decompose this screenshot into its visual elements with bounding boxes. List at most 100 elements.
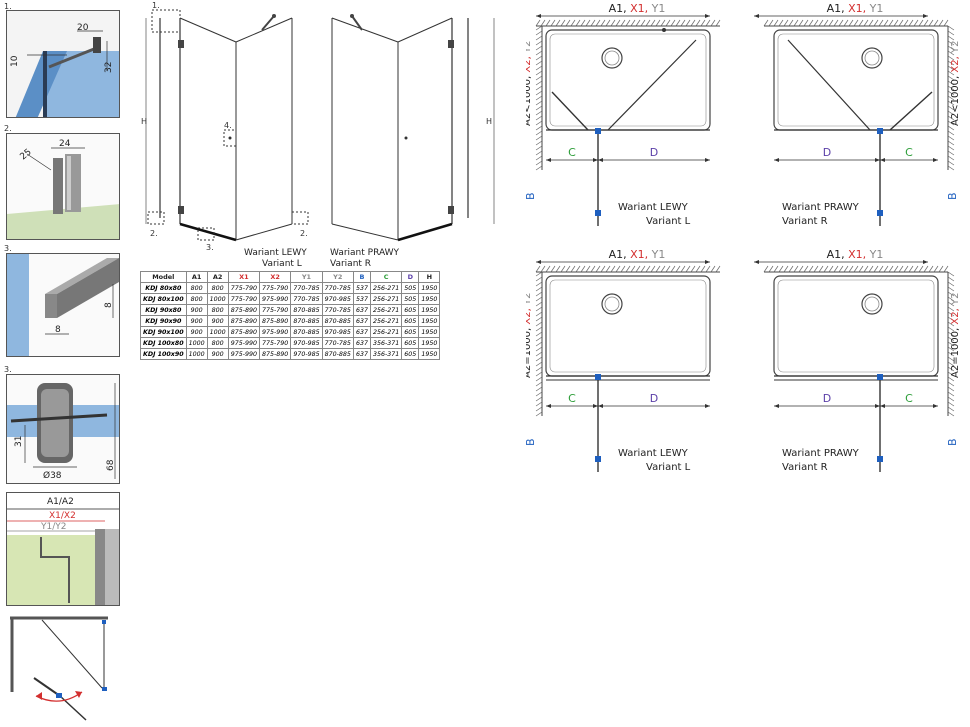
cell-y1: 970-985 [290, 348, 323, 360]
detail-panel-5: A1/A2 X1/X2 Y1/Y2 [6, 492, 120, 606]
cell-y2: 770-785 [321, 337, 354, 349]
marker-2-right: 2. [300, 229, 308, 238]
cell-y1: 870-885 [290, 304, 323, 316]
detail-panel-1: 20 10 32 [6, 10, 120, 118]
variant-caption-1: Wariant PRAWY [782, 202, 860, 213]
d-dim-label: D [823, 146, 831, 159]
cell-b: 637 [352, 337, 371, 349]
header-b: B [352, 271, 371, 283]
cell-a2: 800 [206, 304, 229, 316]
elevation-caption-right-1: Wariant PRAWY [330, 248, 400, 258]
cell-a2: 900 [206, 348, 229, 360]
cell-a1: 800 [185, 293, 208, 305]
cell-a1: 900 [185, 326, 208, 338]
section-dimension-illustration: A1/A2 X1/X2 Y1/Y2 [7, 493, 119, 605]
cell-a1: 900 [185, 315, 208, 327]
header-x2: X2 [258, 271, 292, 283]
label-x1-x2: X1/X2 [49, 511, 76, 521]
dim-10: 10 [10, 55, 20, 67]
marker-2-left: 2. [150, 229, 158, 238]
b-dim-label: B [946, 438, 959, 446]
panel-2-number: 2. [4, 124, 12, 133]
cell-x2: 975-990 [258, 326, 292, 338]
cell-a1: 1000 [185, 348, 208, 360]
d-dim-label: D [823, 392, 831, 405]
cell-b: 637 [352, 348, 371, 360]
cell-c: 256-271 [369, 315, 403, 327]
panel-4-number: 3. [4, 365, 12, 374]
cell-x1: 875-890 [227, 304, 261, 316]
cell-x2: 875-890 [258, 348, 292, 360]
wall-bracket-illustration: 20 10 32 [7, 11, 119, 117]
dim-8-horizontal: 8 [55, 325, 61, 335]
c-dim-label: C [568, 392, 576, 405]
cell-y1: 970-985 [290, 337, 323, 349]
cell-a1: 900 [185, 304, 208, 316]
dim-31: 31 [14, 436, 24, 447]
cell-y1: 770-785 [290, 293, 323, 305]
d-dim-label: D [650, 146, 658, 159]
cell-model: KDJ 90x80 [140, 304, 187, 316]
marker-1: 1. [152, 1, 160, 10]
top-dim-label: A1, X1, Y1 [609, 248, 666, 261]
cell-c: 356-371 [369, 337, 403, 349]
seal-profile-illustration: 24 25 [7, 134, 119, 239]
elevation-caption-left-1: Wariant LEWY [244, 248, 307, 258]
header-h: H [418, 271, 441, 283]
dim-8-vertical: 8 [104, 302, 114, 308]
door-swing-plan [10, 616, 108, 721]
b-dim-label: B [526, 438, 537, 446]
cell-a2: 900 [206, 315, 229, 327]
cell-c: 256-271 [369, 304, 403, 316]
c-dim-label: C [568, 146, 576, 159]
cell-y2: 970-985 [321, 293, 354, 305]
header-y2: Y2 [321, 271, 354, 283]
cell-c: 256-271 [369, 282, 403, 294]
cell-model: KDJ 100x90 [140, 348, 187, 360]
cell-c: 256-271 [369, 293, 403, 305]
cell-d: 605 [401, 315, 420, 327]
variant-caption-2: Variant L [646, 216, 691, 227]
cell-a1: 800 [185, 282, 208, 294]
cell-a1: 1000 [185, 337, 208, 349]
d-dim-label: D [650, 392, 658, 405]
cell-model: KDJ 100x80 [140, 337, 187, 349]
b-dim-label: B [526, 192, 537, 200]
cell-c: 256-271 [369, 326, 403, 338]
header-model: Model [140, 271, 187, 283]
h-label-left: H [141, 117, 147, 126]
variant-caption-1: Wariant LEWY [618, 202, 689, 213]
cell-y2: 870-885 [321, 315, 354, 327]
elevation-caption-right-2: Variant R [330, 259, 372, 269]
side-dim-label: A2=1000, X2, Y2 [526, 293, 533, 378]
detail-panel-3: 8 8 [6, 253, 120, 357]
detail-panel-2: 24 25 [6, 133, 120, 240]
dim-24: 24 [59, 139, 71, 149]
cell-model: KDJ 80x100 [140, 293, 187, 305]
dim-diameter-38: Ø38 [43, 470, 62, 481]
variant-caption-1: Wariant PRAWY [782, 448, 860, 459]
panel-3-number: 3. [4, 244, 12, 253]
cell-x1: 975-990 [227, 337, 261, 349]
handle-illustration: 31 Ø38 68 [7, 375, 119, 483]
cell-d: 605 [401, 348, 420, 360]
cell-a2: 800 [206, 337, 229, 349]
header-c: C [369, 271, 403, 283]
c-dim-label: C [905, 146, 913, 159]
variant-caption-2: Variant R [782, 462, 828, 473]
header-a1: A1 [185, 271, 208, 283]
variant-caption-2: Variant L [646, 462, 691, 473]
cell-b: 537 [352, 282, 371, 294]
cell-h: 1950 [418, 326, 441, 338]
header-x1: X1 [227, 271, 261, 283]
